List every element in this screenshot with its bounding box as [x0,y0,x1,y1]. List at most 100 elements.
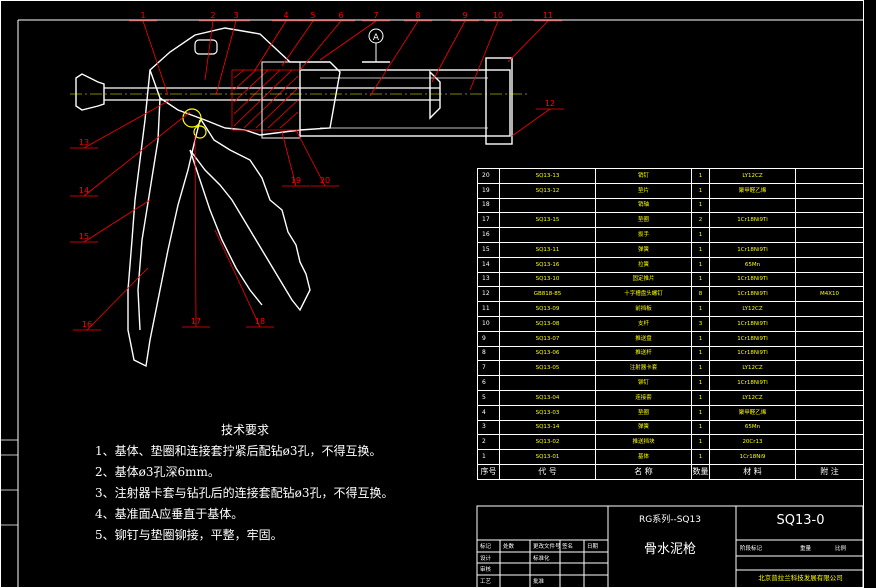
title-block-grid [476,505,864,588]
bom-cell: 3 [691,315,710,332]
bom-cell: 8 [477,345,500,362]
leader-line [281,20,314,67]
bom-cell [795,389,864,406]
bom-cell: 10 [477,315,500,332]
leader-line [507,20,549,63]
bom-cell: SQ13-15 [499,212,596,229]
callout-number: 11 [543,11,553,20]
bom-cell [499,197,596,214]
bom-cell: 1Cr18Ni9Ti [709,315,796,332]
bom-cell: 1 [691,360,710,377]
handle-grip [127,69,201,368]
callout-number: 18 [255,317,265,326]
bom-cell: SQ13-08 [499,315,596,332]
bom-cell: 1 [477,449,500,465]
bom-cell: 销轴 [595,197,692,214]
callout-number: 20 [320,176,330,185]
bom-cell: 3 [477,419,500,436]
bom-cell: 65Mn [709,419,796,436]
bom-cell: 17 [477,212,500,229]
bom-cell [499,375,596,391]
leader-line [214,229,261,328]
bom-cell: 弹簧 [595,241,692,258]
bom-cell: SQ13-10 [499,271,596,288]
bom-cell: SQ13-14 [499,419,596,436]
tb-label: 比例 [835,546,847,552]
bom-cell: 推送杆 [595,345,692,362]
tb-label: 设计 [480,556,492,562]
bom-cell: 20 [477,168,500,184]
bom-cell: 12 [477,286,500,303]
leader-line [469,20,499,91]
bom-cell [709,197,796,214]
bom-cell: 65Mn [709,256,796,273]
front-plate [485,57,513,145]
bom-cell: 1 [691,256,710,273]
callout-number: 16 [82,320,92,329]
tb-label: 日期 [587,544,599,550]
bom-cell: SQ13-04 [499,389,596,406]
bom-cell: 注射器卡套 [595,360,692,377]
bom-cell: SQ13-01 [499,449,596,465]
leader-line [194,134,197,328]
note-item: 5、铆钉与垫圈铆接，平整，牢固。 [95,528,283,542]
bom-cell: LY12CZ [709,389,796,406]
bom-cell [795,315,864,332]
bom-cell: 11 [477,301,500,317]
bom-cell: 1 [691,241,710,258]
leader-line [204,20,214,81]
bom-cell [795,360,864,377]
note-item: 2、基体ø3孔深6mm。 [95,465,220,479]
bom-cell [795,241,864,258]
tb-label: 阶段标记 [740,546,763,552]
bom-cell: 2 [477,434,500,451]
callout-number: 8 [415,11,420,20]
trigger-inner [189,149,263,306]
bom-cell [795,227,864,243]
leader-line [299,20,342,71]
bom-cell: 5 [477,389,500,406]
bom-cell: 销钉 [595,168,692,184]
bom-cell: GB818-85 [499,286,596,303]
frame-left-strip [0,439,19,588]
bom-cell [795,271,864,288]
pivot-pin-2 [193,125,207,139]
callout-number: 19 [291,176,301,185]
bom-cell: 1 [691,271,710,288]
leader-line [142,20,169,96]
bom-cell: 2 [691,212,710,229]
callout-number: 9 [462,11,467,20]
bom-cell: 弹簧 [595,419,692,436]
bom-cell: 拉簧 [595,256,692,273]
bom-cell: 1 [691,345,710,362]
bom-cell: LY12CZ [709,301,796,317]
bom-cell: 15 [477,241,500,258]
tb-label: 标准化 [533,556,550,562]
tb-label: 标记 [480,544,492,550]
leader-line [83,111,191,197]
bom-cell: 垫圈 [595,404,692,421]
callout-number: 17 [191,317,201,326]
bom-cell: 基体 [595,449,692,465]
bom-cell: 扳手 [595,227,692,243]
bom-cell [499,227,596,243]
callout-number: 3 [233,11,238,20]
bom-cell: SQ13-02 [499,434,596,451]
leader-line [86,267,149,331]
callout-number: 1 [140,11,145,20]
bom-cell: 前挡板 [595,301,692,317]
tb-label: 更改文件号 [533,544,561,550]
bom-header-cell: 材 料 [709,463,796,480]
bom-cell: 19 [477,182,500,199]
bom-cell: SQ13-06 [499,345,596,362]
company-name: 北京普拉兰科技发展有限公司 [758,574,843,582]
